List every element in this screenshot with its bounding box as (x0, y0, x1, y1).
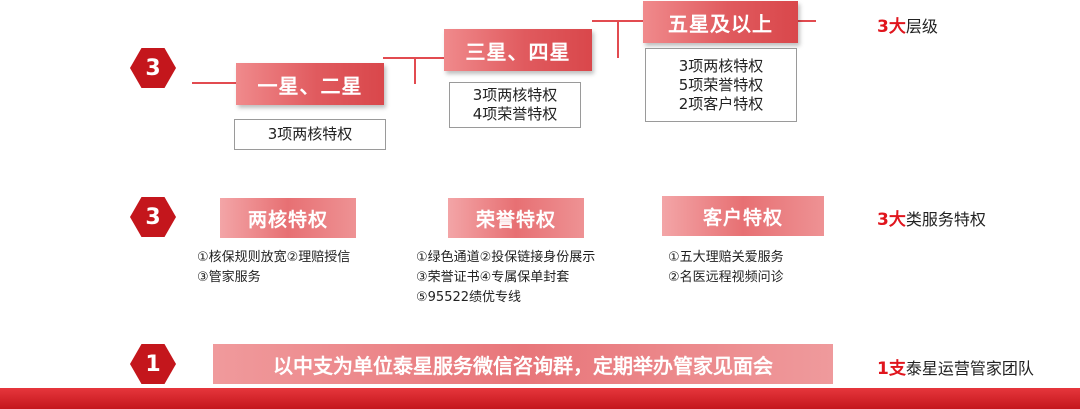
connector-line (414, 57, 416, 84)
privilege-line: 5项荣誉特权 (678, 75, 764, 94)
tier-summary-highlight: 3大 (877, 17, 906, 37)
tier-1-bar: 一星、二星 (236, 63, 384, 105)
category-core-privileges: 两核特权 (220, 198, 356, 238)
category-honor-description: ①绿色通道②投保链接身份展示 ③荣誉证书④专属保单封套 ⑤95522绩优专线 (416, 248, 646, 308)
description-line: ①五大理赔关爱服务 (668, 250, 784, 265)
category-customer-privileges: 客户特权 (662, 196, 824, 236)
connector-line (617, 20, 643, 22)
connector-line (798, 20, 816, 22)
privilege-line: 2项客户特权 (678, 94, 764, 113)
team-summary-label: 1支泰星运营管家团队 (877, 354, 1034, 379)
connector-line (192, 82, 236, 84)
privilege-line: 3项两核特权 (267, 125, 353, 143)
privilege-line: 4项荣誉特权 (472, 105, 558, 123)
description-line: ①绿色通道②投保链接身份展示 (416, 250, 596, 265)
team-count-badge: 1 (130, 344, 176, 384)
description-line: ②名医远程视频问诊 (668, 270, 784, 285)
service-summary-highlight: 3大 (877, 210, 906, 230)
privilege-line: 3项两核特权 (472, 86, 558, 104)
tier-2-bar: 三星、四星 (444, 29, 592, 71)
category-core-description: ①核保规则放宽②理赔授信 ③管家服务 (197, 248, 397, 288)
tier-1-privileges: 3项两核特权 (234, 119, 386, 150)
description-line: ⑤95522绩优专线 (416, 290, 522, 305)
tier-3-bar: 五星及以上 (643, 1, 798, 43)
tier-3-privileges: 3项两核特权 5项荣誉特权 2项客户特权 (645, 48, 797, 122)
tier-summary-label: 3大层级 (877, 12, 938, 37)
category-title: 荣誉特权 (475, 208, 556, 231)
team-banner-text: 以中支为单位泰星服务微信咨询群，定期举办管家见面会 (273, 353, 773, 378)
footer-bar (0, 388, 1080, 409)
connector-line (592, 20, 618, 22)
connector-line (617, 20, 619, 58)
team-summary-text: 泰星运营管家团队 (905, 359, 1034, 378)
team-summary-highlight: 1支 (877, 359, 906, 379)
description-line: ①核保规则放宽②理赔授信 (197, 250, 351, 265)
service-summary-label: 3大类服务特权 (877, 205, 986, 230)
team-banner: 以中支为单位泰星服务微信咨询群，定期举办管家见面会 (213, 344, 833, 384)
tier-1-title: 一星、二星 (257, 73, 363, 98)
connector-line (414, 57, 444, 59)
description-line: ③荣誉证书④专属保单封套 (416, 270, 570, 285)
category-honor-privileges: 荣誉特权 (448, 198, 584, 238)
tier-2-privileges: 3项两核特权 4项荣誉特权 (449, 82, 581, 128)
category-customer-description: ①五大理赔关爱服务 ②名医远程视频问诊 (668, 248, 838, 288)
service-count-badge: 3 (130, 197, 176, 237)
connector-line (383, 57, 415, 59)
description-line: ③管家服务 (197, 270, 261, 285)
privilege-line: 3项两核特权 (678, 56, 764, 75)
category-title: 客户特权 (702, 206, 783, 229)
service-summary-text: 类服务特权 (905, 210, 986, 229)
tier-3-title: 五星及以上 (668, 11, 773, 36)
tier-count-badge: 3 (130, 48, 176, 88)
category-title: 两核特权 (247, 208, 328, 231)
tier-summary-text: 层级 (905, 17, 938, 36)
tier-2-title: 三星、四星 (465, 39, 571, 64)
